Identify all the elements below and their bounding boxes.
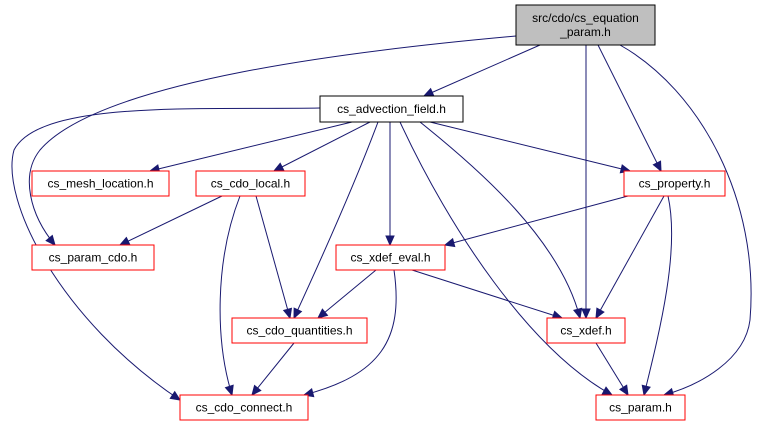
edge-line — [444, 195, 629, 246]
edge-line — [429, 121, 631, 172]
edge-cdo_local-to-cdo_quantities — [255, 195, 293, 320]
edge-line — [423, 44, 541, 97]
node-label: cs_cdo_quantities.h — [246, 324, 352, 338]
edge-arrowhead — [443, 237, 456, 248]
node-label: cs_xdef_eval.h — [350, 251, 430, 265]
edge-root-to-param_cdo — [28, 35, 517, 246]
node-cdo_connect[interactable]: cs_cdo_connect.h — [179, 394, 309, 421]
edges-layer — [11, 35, 752, 401]
node-box[interactable] — [179, 394, 309, 421]
edge-arrowhead — [652, 160, 662, 173]
edge-arrowhead — [118, 236, 131, 246]
node-label: _param.h — [559, 25, 611, 39]
edge-arrowhead — [293, 307, 303, 320]
edge-property-to-xdef_eval — [443, 195, 629, 248]
edge-arrowhead — [385, 235, 395, 247]
edge-line — [595, 342, 629, 396]
edge-arrowhead — [573, 307, 583, 320]
edge-arrowhead — [641, 384, 651, 397]
edge-root-to-param — [619, 44, 752, 398]
node-label: cs_xdef.h — [560, 324, 611, 338]
edge-line — [149, 121, 353, 172]
edge-cdo_local-to-param_cdo — [118, 195, 223, 246]
edge-root-to-xdef — [581, 45, 591, 320]
edge-arrowhead — [272, 162, 285, 172]
edge-property-to-param — [641, 195, 673, 397]
edge-arrowhead — [581, 308, 591, 320]
node-param[interactable]: cs_param.h — [595, 394, 686, 421]
node-box[interactable] — [31, 244, 155, 271]
node-box[interactable] — [335, 244, 446, 271]
edge-line — [303, 269, 397, 396]
edge-line — [219, 195, 241, 396]
node-label: cs_param_cdo.h — [49, 251, 138, 265]
edge-advection-to-xdef_eval — [385, 122, 395, 247]
edge-advection-to-cdo_quantities — [293, 121, 379, 320]
edge-line — [119, 195, 223, 246]
node-box[interactable] — [515, 4, 656, 46]
edge-arrowhead — [169, 390, 182, 401]
edge-root-to-property — [597, 44, 662, 173]
edge-arrowhead — [251, 384, 262, 396]
edge-arrowhead — [224, 384, 234, 397]
edge-cdo_local-to-cdo_connect — [219, 195, 241, 397]
edge-line — [619, 44, 752, 396]
edge-line — [251, 342, 295, 396]
edge-line — [399, 121, 613, 396]
node-root[interactable]: src/cdo/cs_equation_param.h — [515, 4, 656, 46]
edge-line — [643, 195, 673, 396]
node-box[interactable] — [31, 170, 170, 197]
node-xdef_eval[interactable]: cs_xdef_eval.h — [335, 244, 446, 271]
node-label: cs_cdo_local.h — [211, 177, 290, 191]
nodes-layer: src/cdo/cs_equation_param.h cs_advection_… — [31, 4, 726, 421]
edge-xdef-to-param — [595, 342, 629, 397]
edge-xdef_eval-to-cdo_quantities — [317, 269, 377, 319]
node-box[interactable] — [623, 170, 726, 197]
edge-cdo_quantities-to-cdo_connect — [251, 342, 295, 396]
node-cdo_quantities[interactable]: cs_cdo_quantities.h — [231, 317, 368, 344]
node-box[interactable] — [595, 394, 686, 421]
edge-arrowhead — [618, 384, 629, 397]
edge-arrowhead — [601, 386, 614, 396]
edge-arrowhead — [422, 87, 435, 97]
edge-property-to-xdef — [595, 195, 665, 320]
edge-line — [293, 121, 379, 319]
node-box[interactable] — [546, 317, 626, 344]
edge-line — [28, 35, 517, 246]
node-property[interactable]: cs_property.h — [623, 170, 726, 197]
edge-arrowhead — [282, 307, 293, 320]
edge-arrowhead — [595, 307, 605, 320]
node-advection[interactable]: cs_advection_field.h — [319, 95, 464, 123]
edge-arrowhead — [317, 308, 329, 319]
node-mesh_location[interactable]: cs_mesh_location.h — [31, 170, 170, 197]
node-xdef[interactable]: cs_xdef.h — [546, 317, 626, 344]
node-box[interactable] — [319, 95, 464, 123]
edge-line — [11, 107, 321, 401]
node-label: cs_param.h — [609, 401, 672, 415]
edge-advection-to-mesh_location — [148, 121, 353, 174]
edge-line — [317, 269, 377, 319]
edge-line — [419, 121, 581, 319]
edge-root-to-advection — [422, 44, 541, 97]
node-label: src/cdo/cs_equation — [532, 11, 639, 25]
node-param_cdo[interactable]: cs_param_cdo.h — [31, 244, 155, 271]
node-cdo_local[interactable]: cs_cdo_local.h — [195, 170, 306, 197]
edge-xdef_eval-to-xdef — [411, 269, 564, 320]
node-label: cs_advection_field.h — [337, 102, 446, 116]
edge-arrowhead — [45, 234, 56, 246]
node-box[interactable] — [231, 317, 368, 344]
node-box[interactable] — [195, 170, 306, 197]
node-label: cs_cdo_connect.h — [196, 401, 293, 415]
edge-line — [597, 44, 662, 172]
node-label: cs_property.h — [639, 177, 711, 191]
edge-line — [411, 269, 563, 319]
edge-line — [255, 195, 291, 319]
node-label: cs_mesh_location.h — [47, 177, 153, 191]
edge-line — [273, 121, 371, 172]
edge-line — [595, 195, 665, 319]
edge-advection-to-property — [429, 121, 632, 174]
edge-advection-to-xdef — [419, 121, 583, 320]
edge-advection-to-cdo_connect — [11, 107, 321, 401]
